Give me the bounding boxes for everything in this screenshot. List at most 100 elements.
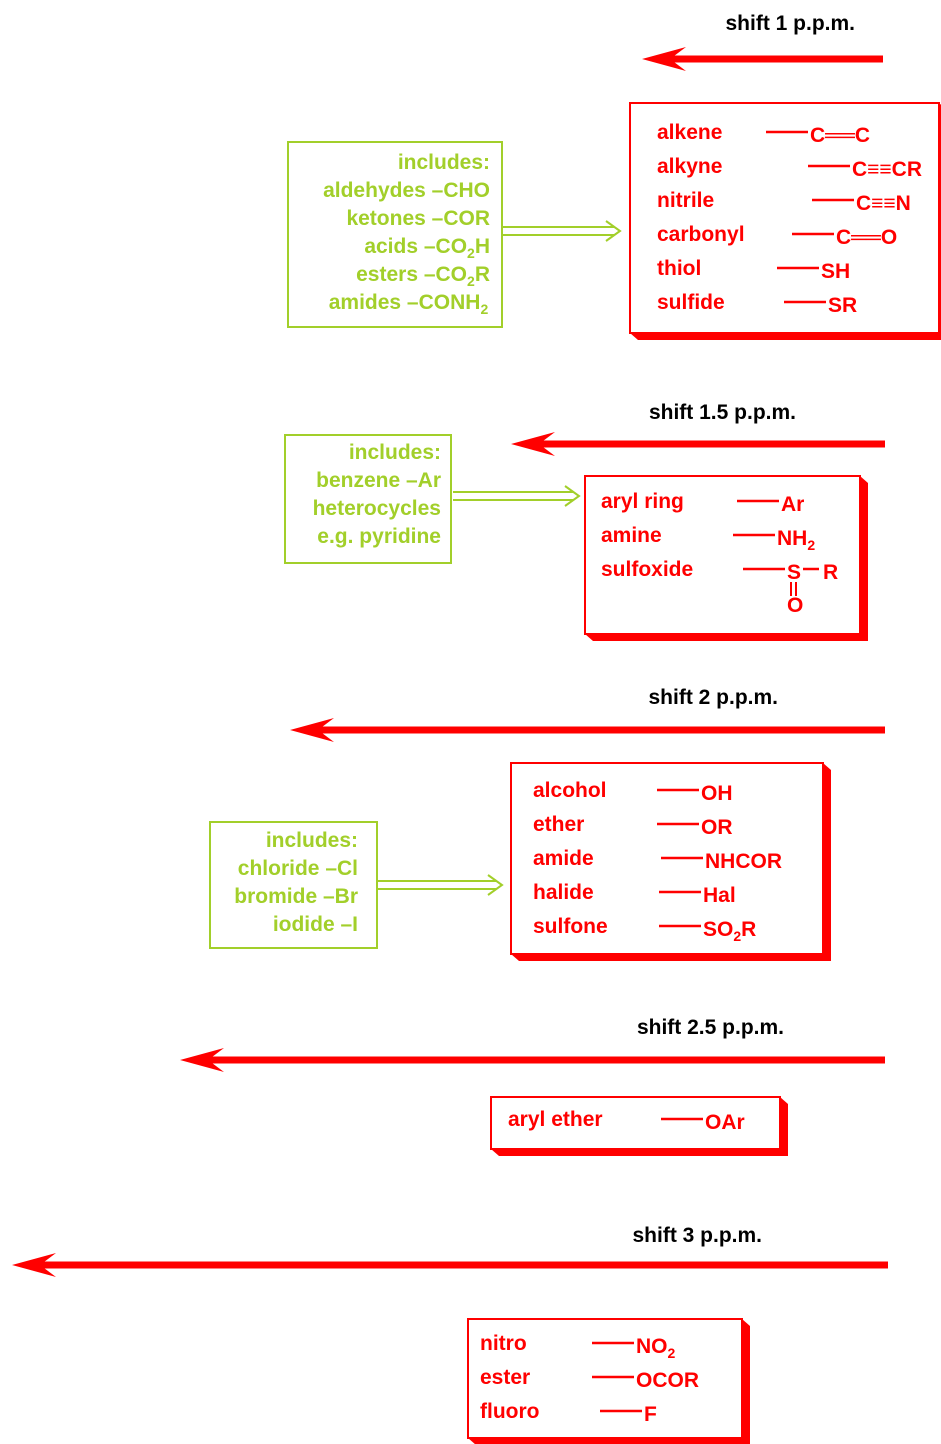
group-name: ester — [480, 1366, 530, 1389]
group-row: nitro NO2 — [480, 1332, 676, 1361]
shift-label: shift 1 p.p.m. — [725, 12, 855, 35]
group-formula: C≡≡N — [856, 192, 911, 215]
group-row: alkyne C≡≡CR — [657, 155, 922, 181]
group-row: alkene C══C — [657, 121, 870, 147]
group-formula: OH — [701, 782, 733, 805]
includes-box: includes: chloride –Cl bromide –Br iodide –… — [209, 821, 504, 949]
includes-frame — [209, 821, 378, 949]
includes-line: chloride –Cl — [238, 857, 358, 880]
group-formula-below: O — [787, 594, 803, 617]
group-formula: NHCOR — [705, 850, 782, 873]
box-shadow — [491, 1097, 788, 1156]
group-formula: SR — [828, 294, 857, 317]
group-name: alkene — [657, 121, 722, 144]
group-row: sulfide SR — [657, 291, 857, 317]
group-row: nitrile C≡≡N — [657, 189, 911, 215]
group-name: sulfide — [657, 291, 725, 314]
group-name: alkyne — [657, 155, 722, 178]
group-row: carbonyl C══O — [657, 223, 897, 249]
group-name: amide — [533, 847, 594, 870]
group-formula: C══C — [810, 124, 870, 147]
group-formula: Hal — [703, 884, 736, 907]
includes-line: esters –CO2R — [356, 263, 490, 289]
shift-arrow-head — [12, 1253, 56, 1277]
shift-label: shift 1.5 p.p.m. — [649, 401, 796, 424]
group-row: sulfone SO2R — [533, 915, 756, 944]
group-row: fluoro F — [480, 1400, 657, 1426]
group-formula: NO2 — [636, 1335, 676, 1361]
includes-frame — [284, 434, 452, 564]
shift-section-4: shift 2.5 p.p.m. aryl ether OAr — [180, 1016, 885, 1156]
group-row: amide NHCOR — [533, 847, 782, 873]
includes-line: acids –CO2H — [364, 235, 490, 261]
group-row: halide Hal — [533, 881, 736, 907]
group-name: halide — [533, 881, 594, 904]
shift-arrow-head — [642, 47, 686, 71]
includes-line: e.g. pyridine — [317, 525, 441, 548]
group-row: alcohol OH — [533, 779, 733, 805]
includes-title: includes: — [349, 441, 441, 464]
shift-arrow-head — [511, 432, 555, 456]
shift-arrow-head — [180, 1048, 224, 1072]
group-formula: SH — [821, 260, 850, 283]
connector-arrowhead — [564, 485, 581, 507]
includes-line: iodide –I — [273, 913, 358, 936]
group-name: nitro — [480, 1332, 527, 1355]
includes-line: aldehydes –CHO — [323, 179, 490, 202]
includes-line: benzene –Ar — [316, 469, 441, 492]
shift-label: shift 2 p.p.m. — [648, 686, 778, 709]
includes-title: includes: — [266, 829, 358, 852]
functional-group-box — [467, 1318, 743, 1439]
group-formula: OAr — [705, 1111, 745, 1134]
group-row: amine NH2 — [601, 524, 815, 553]
group-formula: S — [787, 561, 801, 584]
group-formula: NH2 — [777, 527, 815, 553]
shift-section-1: shift 1 p.p.m. alkene C══C alkyne C≡≡CR nitri… — [287, 12, 941, 340]
group-name: sulfoxide — [601, 558, 693, 581]
group-row: thiol SH — [657, 257, 850, 283]
includes-line: heterocycles — [313, 497, 441, 520]
group-row: aryl ether OAr — [508, 1108, 745, 1134]
group-row: ether OR — [533, 813, 733, 839]
group-formula: F — [644, 1403, 657, 1426]
functional-group-box — [490, 1096, 781, 1150]
group-name: amine — [601, 524, 662, 547]
group-name: aryl ether — [508, 1108, 603, 1131]
includes-box: includes: aldehydes –CHO ketones –COR acids… — [287, 141, 622, 328]
shift-label: shift 2.5 p.p.m. — [637, 1016, 784, 1039]
group-name: nitrile — [657, 189, 714, 212]
includes-frame — [287, 141, 503, 328]
connector-arrowhead — [605, 220, 622, 242]
includes-box: includes: benzene –Ar heterocycles e.g. pyr… — [284, 434, 581, 564]
group-name: alcohol — [533, 779, 607, 802]
group-name: thiol — [657, 257, 701, 280]
group-row: ester OCOR — [480, 1366, 699, 1392]
group-formula: SO2R — [703, 918, 756, 944]
group-formula-tail: R — [823, 561, 838, 584]
shift-arrow-head — [290, 718, 334, 742]
group-formula: C≡≡CR — [852, 158, 922, 181]
group-formula: OR — [701, 816, 733, 839]
group-name: fluoro — [480, 1400, 539, 1423]
includes-line: ketones –COR — [346, 207, 490, 230]
group-name: aryl ring — [601, 490, 684, 513]
group-formula: C══O — [836, 226, 897, 249]
group-formula: Ar — [781, 493, 804, 516]
includes-line: amides –CONH2 — [329, 291, 490, 317]
shift-section-2: shift 1.5 p.p.m. aryl ring Ar amine NH2 sulfo… — [284, 401, 885, 641]
shift-section-5: shift 3 p.p.m. nitro NO2 ester OCOR fluoro F — [12, 1224, 888, 1444]
functional-group-box — [629, 102, 940, 334]
group-row: aryl ring Ar — [601, 490, 804, 516]
shift-section-3: shift 2 p.p.m. alcohol OH ether OR amide NHCOR… — [209, 686, 885, 961]
group-name: sulfone — [533, 915, 608, 938]
group-formula: OCOR — [636, 1369, 699, 1392]
shift-label: shift 3 p.p.m. — [632, 1224, 762, 1247]
includes-line: bromide –Br — [234, 885, 358, 908]
functional-group-box — [584, 475, 861, 635]
group-name: ether — [533, 813, 584, 836]
connector-arrowhead — [487, 874, 504, 896]
group-name: carbonyl — [657, 223, 745, 246]
includes-title: includes: — [398, 151, 490, 174]
